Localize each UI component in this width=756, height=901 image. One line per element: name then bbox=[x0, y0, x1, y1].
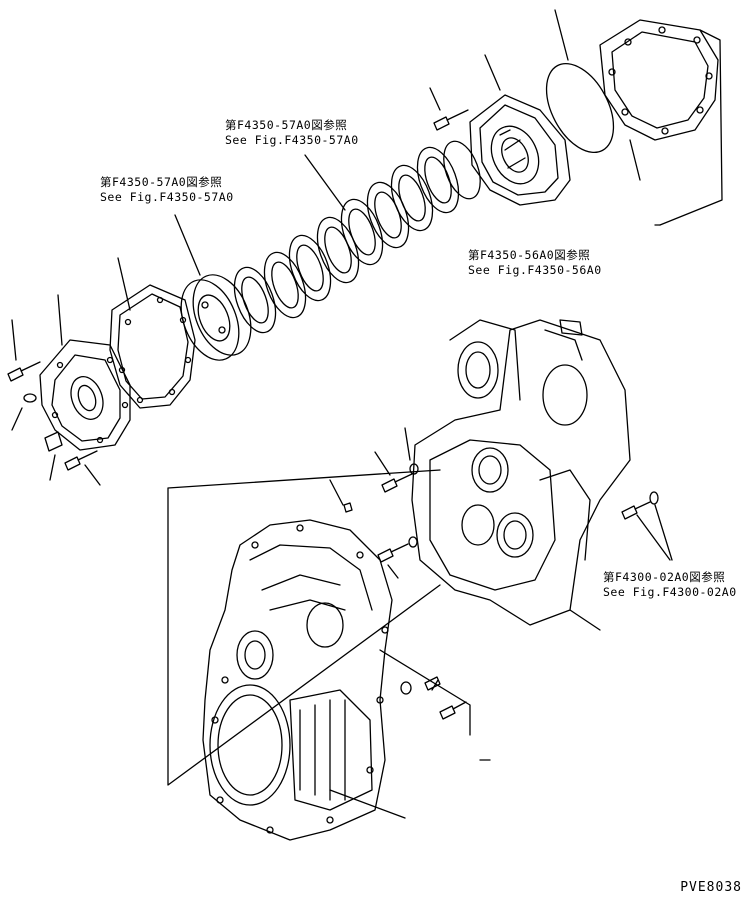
piston bbox=[180, 274, 252, 361]
leader-piston bbox=[174, 214, 201, 276]
reference-label-1-jp: 第F4350-57A0図参照 bbox=[225, 118, 348, 132]
bracket-lines bbox=[167, 224, 661, 786]
gasket bbox=[109, 284, 196, 409]
leader-case-front bbox=[329, 789, 406, 819]
reference-label-3-en: See Fig.F4350-56A0 bbox=[468, 263, 602, 277]
reference-label-2-en: See Fig.F4350-57A0 bbox=[100, 190, 234, 204]
reference-label-4-en: See Fig.F4300-02A0 bbox=[603, 585, 737, 599]
pump-bolt bbox=[429, 87, 469, 131]
reference-label-3: 第F4350-56A0図参照 See Fig.F4350-56A0 bbox=[468, 248, 602, 278]
transmission-case-front bbox=[202, 519, 393, 841]
cover bbox=[39, 339, 131, 451]
drawing-code: PVE8038 bbox=[680, 880, 742, 895]
clutch-disc-pack bbox=[233, 140, 481, 334]
leader-clutch-pack bbox=[304, 154, 346, 211]
front-bolts bbox=[379, 649, 491, 761]
clutch-housing-plate bbox=[599, 19, 719, 141]
leader-lines-upper bbox=[484, 9, 723, 226]
middle-bolts bbox=[329, 427, 419, 579]
right-bolts bbox=[621, 491, 673, 561]
pump-assembly bbox=[469, 94, 571, 206]
reference-label-3-jp: 第F4350-56A0図参照 bbox=[468, 248, 591, 262]
leader-case-rear bbox=[569, 609, 601, 631]
reference-label-1: 第F4350-57A0図参照 See Fig.F4350-57A0 bbox=[225, 118, 359, 148]
cover-parts bbox=[7, 294, 101, 486]
transmission-case-rear bbox=[411, 319, 631, 626]
reference-label-4-jp: 第F4300-02A0図参照 bbox=[603, 570, 726, 584]
reference-label-1-en: See Fig.F4350-57A0 bbox=[225, 133, 359, 147]
reference-label-2: 第F4350-57A0図参照 See Fig.F4350-57A0 bbox=[100, 175, 234, 205]
leader-gasket bbox=[117, 257, 131, 311]
reference-label-2-jp: 第F4350-57A0図参照 bbox=[100, 175, 223, 189]
reference-label-4: 第F4300-02A0図参照 See Fig.F4300-02A0 bbox=[603, 570, 737, 600]
